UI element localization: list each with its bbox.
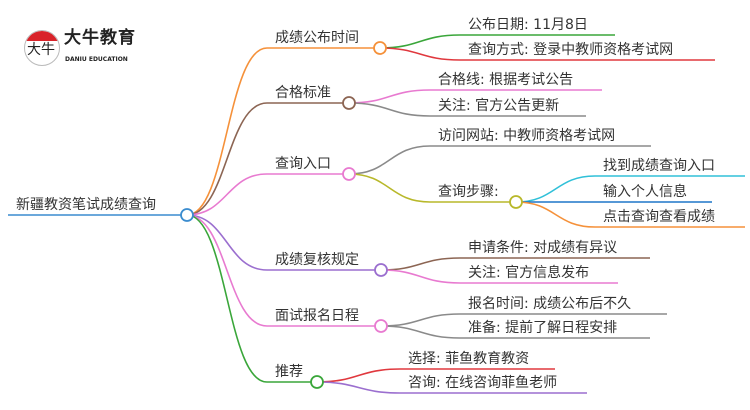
leaf-connector: [380, 313, 461, 327]
leaf-node[interactable]: 关注: 官方公告更新: [438, 98, 559, 114]
subleaf-node[interactable]: 点击查询查看成绩: [603, 209, 715, 225]
branch-connector: [186, 214, 268, 271]
leaf-node[interactable]: 报名时间: 成绩公布后不久: [468, 296, 631, 312]
collapse-toggle[interactable]: [342, 96, 356, 110]
logo-icon: 大牛: [24, 30, 60, 66]
branch-node[interactable]: 成绩复核规定: [275, 251, 359, 268]
leaf-connector: [379, 34, 461, 49]
leaf-connector: [316, 381, 401, 394]
leaf-node[interactable]: 关注: 官方信息发布: [468, 264, 589, 281]
subleaf-connector: [515, 201, 596, 228]
leaf-connector: [380, 269, 461, 284]
collapse-toggle[interactable]: [373, 41, 387, 55]
collapse-toggle[interactable]: [374, 319, 388, 333]
subleaf-connector: [515, 175, 596, 203]
leaf-connector: [348, 145, 431, 175]
collapse-toggle[interactable]: [509, 195, 523, 209]
leaf-node[interactable]: 公布日期: 11月8日: [468, 17, 588, 33]
leaf-connector: [348, 89, 431, 104]
logo-subtitle: DANIU EDUCATION: [65, 56, 128, 63]
branch-node[interactable]: 面试报名日程: [275, 308, 359, 324]
logo-cap: [25, 31, 59, 41]
collapse-toggle[interactable]: [374, 263, 388, 277]
logo-mark: 大牛: [27, 42, 55, 58]
leaf-node[interactable]: 选择: 菲鱼教育教资: [408, 350, 529, 367]
leaf-node[interactable]: 查询步骤:: [438, 184, 499, 200]
subleaf-node[interactable]: 输入个人信息: [603, 183, 687, 200]
collapse-toggle[interactable]: [342, 167, 356, 181]
branch-connector: [186, 214, 268, 383]
branch-node[interactable]: 查询入口: [275, 156, 331, 172]
leaf-connector: [316, 368, 401, 383]
subleaf-node[interactable]: 找到成绩查询入口: [603, 158, 715, 174]
root-node[interactable]: 新疆教资笔试成绩查询: [16, 197, 156, 213]
leaf-connector: [348, 173, 431, 203]
root-collapse-toggle[interactable]: [180, 208, 194, 222]
leaf-node[interactable]: 咨询: 在线咨询菲鱼老师: [408, 374, 557, 391]
leaf-node[interactable]: 查询方式: 登录中教师资格考试网: [468, 42, 673, 58]
branch-connector: [186, 102, 268, 216]
leaf-connector: [348, 102, 431, 117]
collapse-toggle[interactable]: [310, 375, 324, 389]
branch-connector: [186, 214, 268, 327]
leaf-connector: [380, 325, 461, 339]
leaf-node[interactable]: 访问网站: 中教师资格考试网: [438, 128, 615, 144]
branch-node[interactable]: 推荐: [275, 364, 303, 380]
leaf-node[interactable]: 申请条件: 对成绩有异议: [468, 239, 617, 256]
branch-node[interactable]: 合格标准: [275, 85, 331, 101]
leaf-connector: [379, 47, 461, 61]
leaf-connector: [380, 257, 461, 271]
logo: 大牛 大牛教育 DANIU EDUCATION: [22, 26, 152, 74]
logo-name: 大牛教育: [64, 28, 136, 48]
leaf-node[interactable]: 合格线: 根据考试公告: [438, 72, 573, 88]
branch-node[interactable]: 成绩公布时间: [275, 30, 359, 46]
branch-connector: [186, 173, 268, 216]
branch-connector: [186, 47, 268, 216]
leaf-node[interactable]: 准备: 提前了解日程安排: [468, 319, 617, 336]
